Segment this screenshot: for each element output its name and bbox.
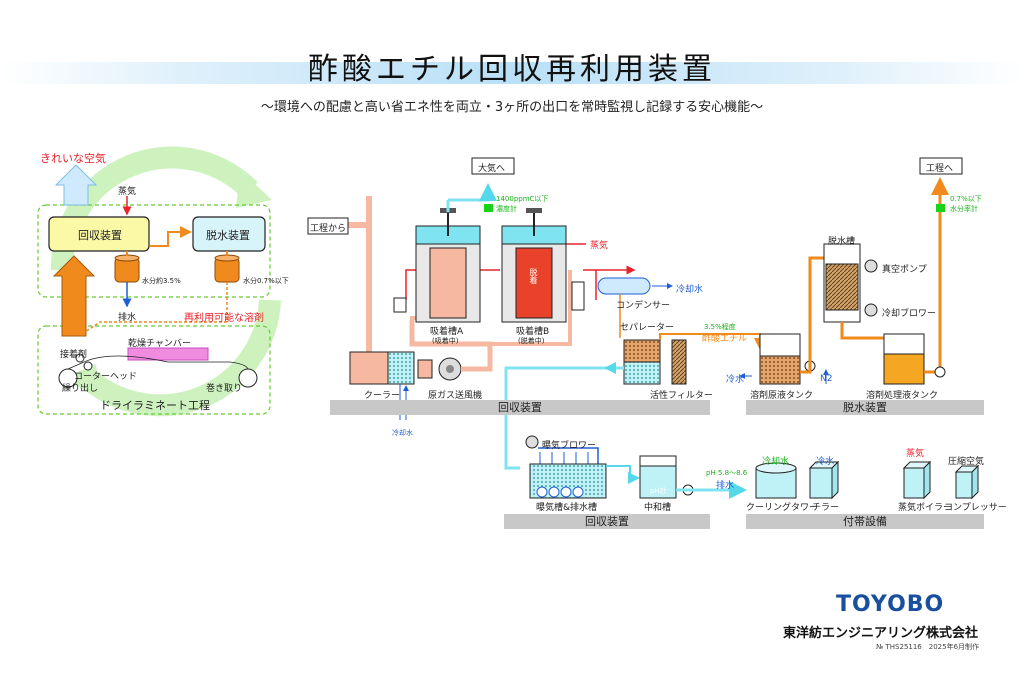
coater-head-label: コーターヘッド xyxy=(74,372,138,382)
cooling-tower-label: クーリングタワー xyxy=(746,503,819,513)
steam-boiler-tag: 蒸気 xyxy=(906,449,925,459)
dry-laminate-label: ドライラミネート工程 xyxy=(100,399,210,412)
reusable-solvent-label: 再利用可能な溶剤 xyxy=(184,313,264,324)
dehydration-tank-label: 脱水槽 xyxy=(828,237,856,247)
moisture-left-label: 水分約3.5% xyxy=(142,277,181,285)
activated-filter-label: 活性フィルター xyxy=(650,391,713,401)
adsorber-a-state: (吸着中) xyxy=(432,337,459,345)
page-subtitle: 〜環境への配慮と高い省エネ性を両立・3ヶ所の出口を常時監視し記録する安心機能〜 xyxy=(260,100,764,115)
separator-label: セパレーター xyxy=(620,323,675,333)
section-recovery-top: 回収装置 xyxy=(330,400,710,415)
cooling-water-1-label: 冷却水 xyxy=(392,429,413,437)
to-process-label: 工程へ xyxy=(926,164,954,174)
adhesive-label: 接着剤 xyxy=(60,350,88,360)
rewind-label: 巻き取り xyxy=(206,384,243,394)
dry-chamber-label: 乾燥チャンバー xyxy=(128,339,191,349)
aeration-tank-label: 曝気槽&排水槽 xyxy=(536,503,598,513)
n2-label: N2 xyxy=(820,374,833,384)
steam-b-label: 蒸気 xyxy=(590,241,609,251)
ppm-limit-label: 1400ppmC以下 xyxy=(496,195,549,203)
unwind-label: 繰り出し xyxy=(62,384,99,394)
chilled-water-label: 冷水 xyxy=(816,457,835,467)
aeration-blower-label: 曝気ブロワー xyxy=(542,441,597,451)
brand-logo: TOYOBO xyxy=(836,592,945,617)
desorb-tag: 脱着 xyxy=(529,268,538,284)
neutral-tank-label: 中和槽 xyxy=(644,503,672,513)
drain-main-label: 排水 xyxy=(716,481,735,491)
ethyl-acetate-pct-label: 3.5%程度 xyxy=(704,323,736,331)
compressor-label: コンプレッサー xyxy=(944,503,1007,513)
recovery-unit-label: 回収装置 xyxy=(78,229,122,242)
raw-solvent-tank-label: 溶剤原液タンク xyxy=(750,391,814,401)
cooling-water-3-label: 冷水 xyxy=(726,375,745,385)
adsorber-b-label: 吸着槽B xyxy=(516,327,550,337)
vacuum-pump-label: 真空ポンプ xyxy=(882,265,927,275)
upper-dashed-frame xyxy=(37,204,271,298)
adsorber-b-state: (脱着中) xyxy=(518,337,545,345)
cooling-water-2-label: 冷却水 xyxy=(676,285,704,295)
cooling-blower-label: 冷却ブロワー xyxy=(882,309,937,319)
recovery-unit-box xyxy=(48,216,150,252)
clean-air-label: きれいな空気 xyxy=(40,152,106,165)
gas-up-arrow xyxy=(52,255,96,337)
steam-label: 蒸気 xyxy=(118,187,137,197)
ph-range-label: pH 5.8〜8.6 xyxy=(706,469,748,477)
concentration-meter-label: 濃度計 xyxy=(496,205,517,213)
from-process-label: 工程から xyxy=(310,224,347,234)
ethyl-acetate-label: 酢酸エチル xyxy=(702,334,748,344)
condenser-label: コンデンサー xyxy=(616,301,671,311)
section-dehydration: 脱水装置 xyxy=(746,400,984,415)
clean-air-arrow xyxy=(54,164,98,206)
adsorber-a-label: 吸着槽A xyxy=(430,327,464,337)
dry-chamber xyxy=(127,347,209,361)
dehydration-unit-label: 脱水装置 xyxy=(206,229,250,242)
to-atmosphere-label: 大気へ xyxy=(478,164,506,174)
ph-meter-label: pH計 xyxy=(650,487,667,495)
chiller-label: チラー xyxy=(812,503,840,513)
cooling-water-4-label: 冷却水 xyxy=(762,457,790,467)
cooler-label: クーラー xyxy=(364,391,401,401)
dehydration-unit-box xyxy=(192,216,266,252)
lower-dashed-frame xyxy=(37,325,271,415)
drain-label: 排水 xyxy=(118,313,137,323)
moisture-meter-label: 水分率計 xyxy=(950,205,978,213)
document-number: № THS25116 2025年6月制作 xyxy=(876,643,980,651)
page-title: 酢酸エチル回収再利用装置 xyxy=(308,52,716,87)
section-utilities: 付帯設備 xyxy=(746,514,984,529)
treated-tank-label: 溶剤処理液タンク xyxy=(866,391,939,401)
moisture-limit-label: 0.7%以下 xyxy=(950,195,982,203)
compressed-air-label: 圧縮空気 xyxy=(948,457,985,467)
title-band xyxy=(0,62,1024,84)
company-name: 東洋紡エンジニアリング株式会社 xyxy=(783,626,979,641)
moisture-right-label: 水分0.7%以下 xyxy=(243,277,289,285)
steam-boiler-label: 蒸気ボイラー xyxy=(898,503,953,513)
section-recovery-bottom: 回収装置 xyxy=(504,514,710,529)
blower-label: 原ガス送風機 xyxy=(428,391,483,401)
